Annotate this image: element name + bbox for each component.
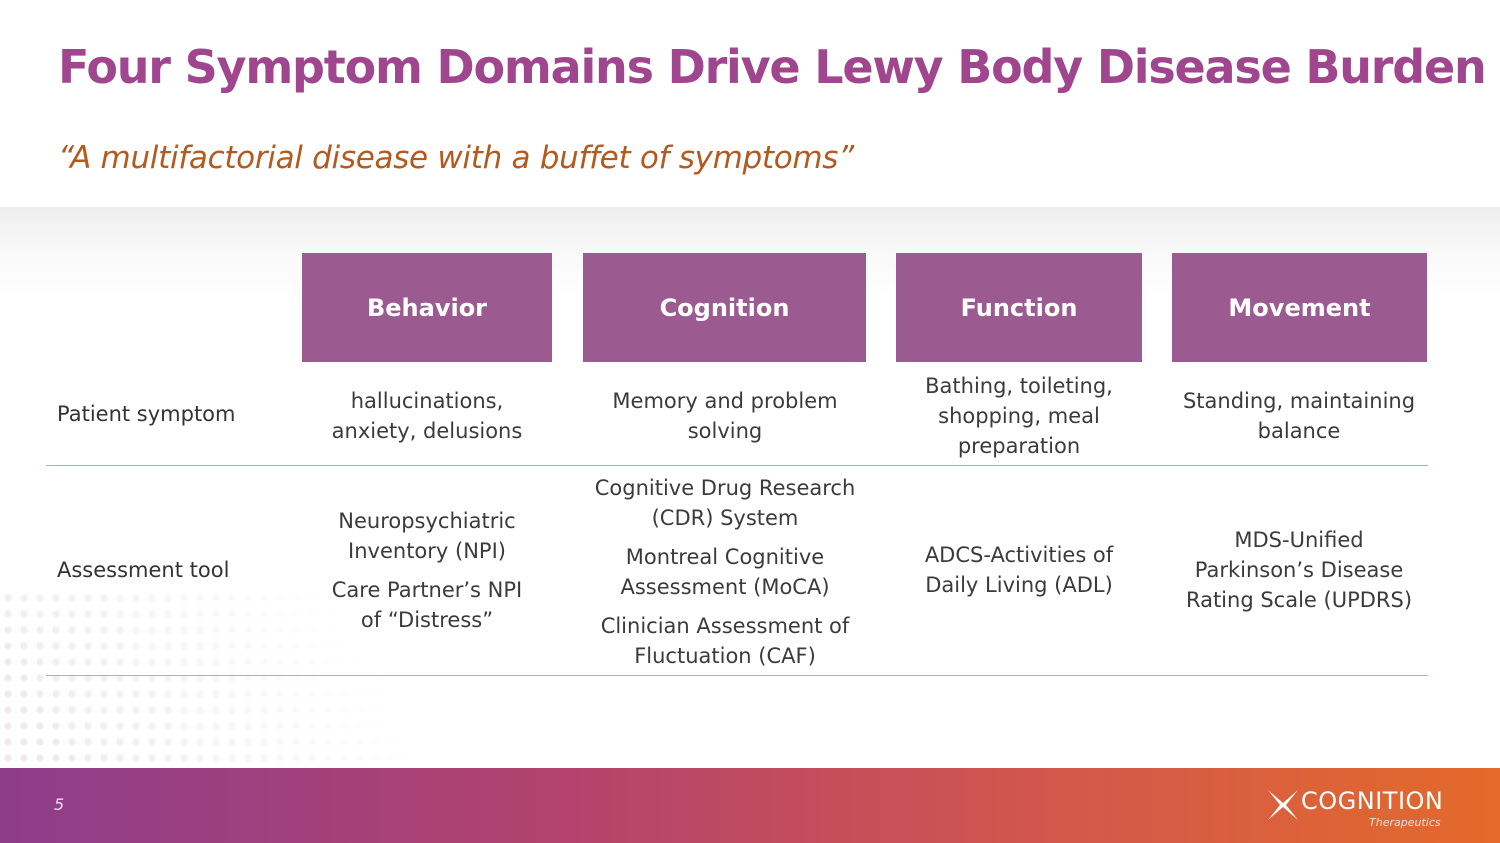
decorative-dot-pattern bbox=[0, 590, 520, 768]
cell-text: ADCS-Activities of Daily Living (ADL) bbox=[924, 543, 1114, 597]
cell-text: Neuropsychiatric Inventory (NPI) bbox=[338, 508, 516, 563]
cell-function-assessment: ADCS-Activities of Daily Living (ADL) bbox=[906, 470, 1132, 670]
cell-behavior-assessment: Neuropsychiatric Inventory (NPI) Care Pa… bbox=[322, 470, 532, 670]
page-number: 5 bbox=[54, 795, 65, 814]
cell-text: MDS-Unified Parkinson’s Disease Rating S… bbox=[1185, 528, 1413, 612]
row-divider bbox=[46, 465, 1428, 466]
cell-function-symptom: Bathing, toileting, shopping, meal prepa… bbox=[906, 368, 1132, 464]
slide-subtitle: “A multifactorial disease with a buffet … bbox=[58, 140, 854, 176]
logo-subtext: Therapeutics bbox=[1369, 816, 1441, 829]
cell-behavior-symptom: hallucinations, anxiety, delusions bbox=[312, 372, 542, 460]
logo-wordmark: COGNITION bbox=[1301, 787, 1444, 815]
cell-text: Clinician Assessment of Fluctuation (CAF… bbox=[600, 614, 850, 668]
cell-text: hallucinations, anxiety, delusions bbox=[331, 389, 523, 443]
cell-text: Care Partner’s NPI of “Distress” bbox=[331, 577, 523, 632]
cell-text: Memory and problem solving bbox=[612, 389, 838, 443]
column-header-behavior: Behavior bbox=[302, 253, 552, 362]
company-logo: COGNITION Therapeutics bbox=[1265, 785, 1465, 831]
cell-cognition-symptom: Memory and problem solving bbox=[600, 372, 850, 460]
footer-bar bbox=[0, 768, 1500, 843]
cell-cognition-assessment: Cognitive Drug Research (CDR) System Mon… bbox=[588, 470, 862, 674]
row-label-patient-symptom: Patient symptom bbox=[57, 402, 236, 426]
logo-x-icon bbox=[1268, 790, 1298, 820]
row-label-assessment-tool: Assessment tool bbox=[57, 558, 230, 582]
column-header-movement: Movement bbox=[1172, 253, 1427, 362]
row-divider bbox=[46, 675, 1428, 676]
cell-text: Bathing, toileting, shopping, meal prepa… bbox=[925, 374, 1113, 458]
cell-movement-symptom: Standing, maintaining balance bbox=[1176, 372, 1422, 460]
cell-text: Cognitive Drug Research (CDR) System bbox=[594, 476, 856, 530]
cell-text: Standing, maintaining balance bbox=[1182, 389, 1416, 443]
cell-text: Montreal Cognitive Assessment (MoCA) bbox=[620, 545, 830, 599]
slide-title: Four Symptom Domains Drive Lewy Body Dis… bbox=[58, 40, 1487, 94]
cell-movement-assessment: MDS-Unified Parkinson’s Disease Rating S… bbox=[1178, 470, 1420, 670]
column-header-function: Function bbox=[896, 253, 1142, 362]
column-header-cognition: Cognition bbox=[583, 253, 866, 362]
